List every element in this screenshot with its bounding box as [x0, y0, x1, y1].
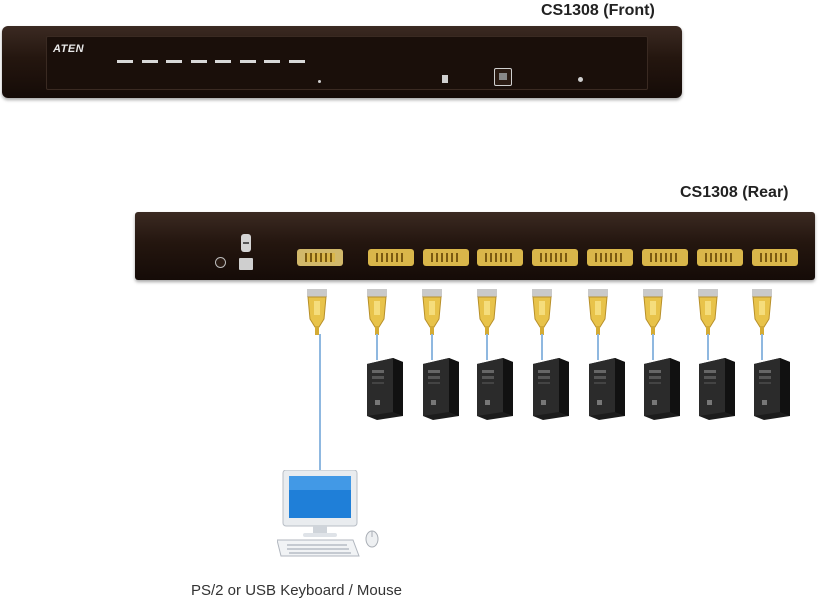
- power-led: [578, 77, 583, 82]
- vga-cable-icon: [697, 289, 719, 335]
- computer-tower-icon: [693, 358, 737, 425]
- cable-line-7: [707, 334, 709, 360]
- kvm-port-3: [473, 249, 527, 266]
- vga-cable-icon: [476, 289, 498, 335]
- console-cable-icon: [306, 289, 328, 335]
- cable-line-6: [652, 334, 654, 360]
- kvm-port-2: [419, 249, 473, 266]
- cable-line-3: [486, 334, 488, 360]
- port-led-6: [239, 60, 256, 63]
- vga-cable-icon: [366, 289, 388, 335]
- computer-tower-icon: [361, 358, 405, 425]
- port-led-3: [166, 60, 182, 63]
- vga-cable-icon: [587, 289, 609, 335]
- front-unit: ATEN: [2, 26, 682, 98]
- kvm-port-8: [748, 249, 802, 266]
- computer-tower-icon: [527, 358, 571, 425]
- computer-tower-icon: [471, 358, 515, 425]
- port-led-7: [264, 60, 280, 63]
- network-port-icon: [494, 68, 512, 86]
- port-led-5: [215, 60, 231, 63]
- console-caption: PS/2 or USB Keyboard / Mouse: [191, 582, 402, 599]
- power-switch: [241, 234, 251, 252]
- cable-line-8: [761, 334, 763, 360]
- cable-line-5: [597, 334, 599, 360]
- cable-line-2: [431, 334, 433, 360]
- rear-title: CS1308 (Rear): [680, 184, 789, 201]
- vga-cable-icon: [642, 289, 664, 335]
- vga-cable-icon: [531, 289, 553, 335]
- vga-cable-icon: [421, 289, 443, 335]
- usb-port: [442, 75, 448, 83]
- port-led-2: [141, 60, 158, 63]
- brand-logo: ATEN: [53, 43, 85, 55]
- monitor-icon: [277, 470, 360, 557]
- kvm-port-5: [583, 249, 637, 266]
- keyboard-icon: [277, 539, 360, 557]
- computer-tower-icon: [583, 358, 627, 425]
- computer-tower-icon: [417, 358, 461, 425]
- ground-screw-icon: [215, 257, 226, 268]
- kvm-port-1: [364, 249, 418, 266]
- cable-line-1: [376, 334, 378, 360]
- cable-line-4: [541, 334, 543, 360]
- port-led-1: [117, 60, 133, 63]
- kvm-port-7: [693, 249, 747, 266]
- computer-tower-icon: [638, 358, 682, 425]
- front-title: CS1308 (Front): [541, 2, 655, 19]
- kvm-port-6: [638, 249, 692, 266]
- port-led-4: [190, 60, 207, 63]
- reset-button: [318, 80, 321, 83]
- front-panel: ATEN: [46, 36, 648, 90]
- computer-tower-icon: [748, 358, 792, 425]
- port-led-8: [288, 60, 305, 63]
- vga-cable-icon: [751, 289, 773, 335]
- kvm-port-4: [528, 249, 582, 266]
- rear-unit: [135, 212, 815, 280]
- mouse-icon: [365, 530, 379, 548]
- console-port: [293, 249, 347, 266]
- power-socket: [239, 258, 253, 270]
- console-cable-line: [319, 334, 321, 470]
